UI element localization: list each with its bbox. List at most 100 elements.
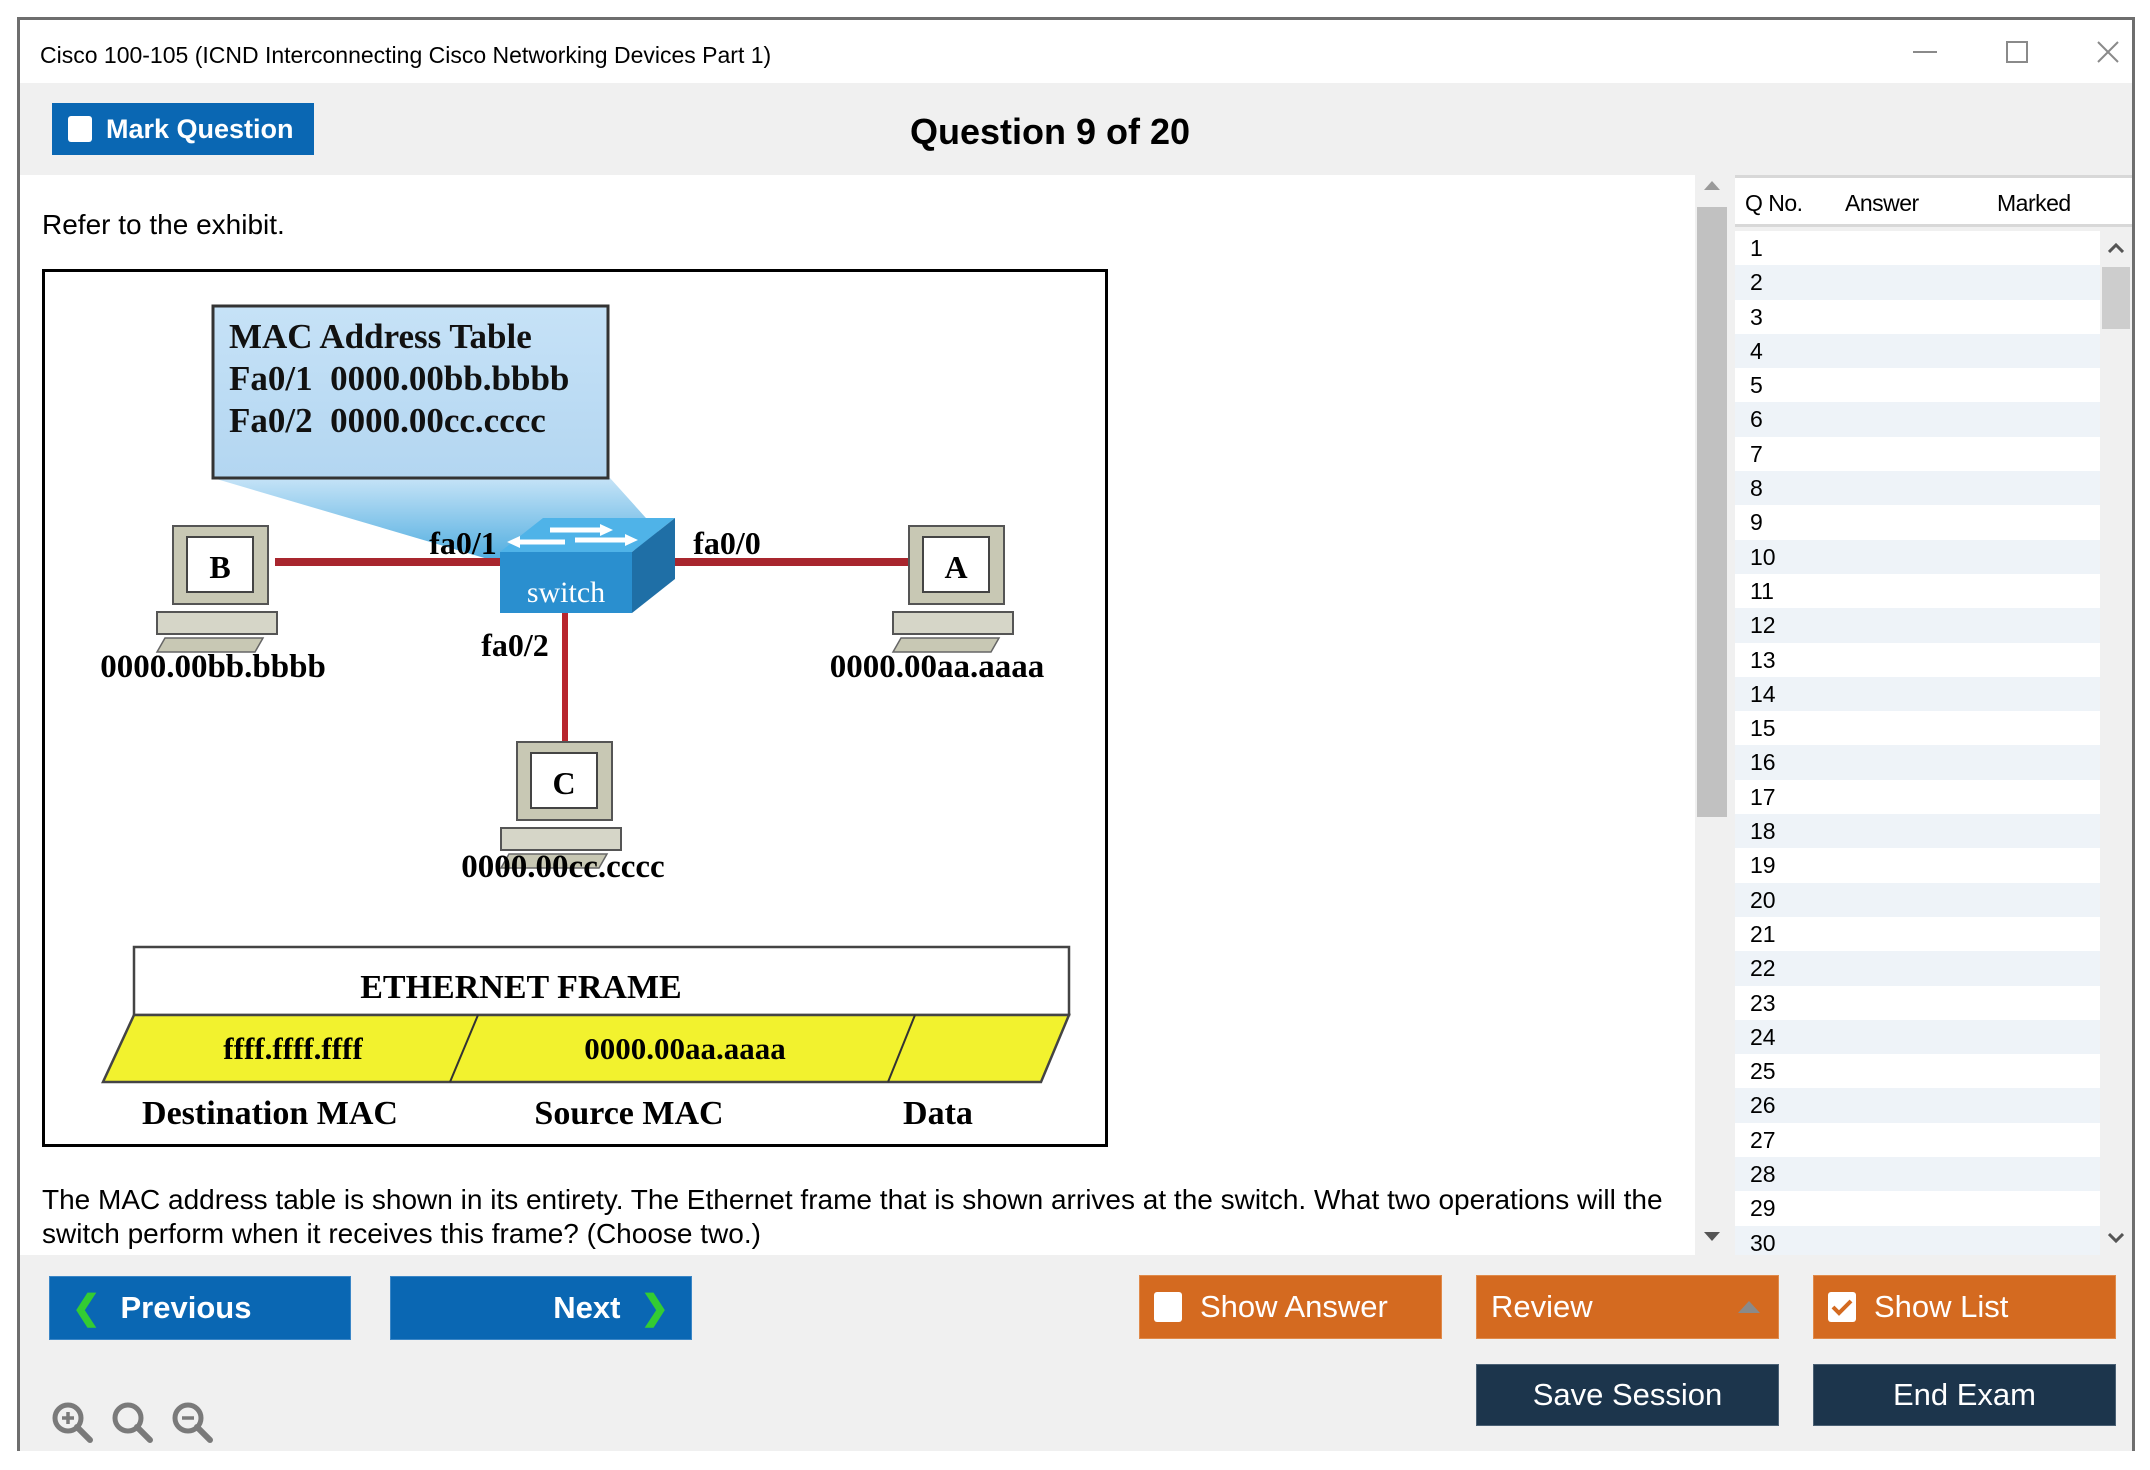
mac-table-entry: Fa0/1 0000.00bb.bbbb	[229, 358, 569, 400]
close-icon	[2097, 41, 2119, 63]
column-marked[interactable]: Marked	[1997, 190, 2071, 216]
question-list-row[interactable]: 5	[1735, 368, 2100, 402]
question-list-row[interactable]: 11	[1735, 574, 2100, 608]
question-list-row[interactable]: 14	[1735, 676, 2100, 712]
column-q-no[interactable]: Q No.	[1745, 190, 1803, 216]
host-c-mac: 0000.00cc.cccc	[461, 849, 664, 885]
show-list-button[interactable]: Show List	[1813, 1275, 2116, 1339]
question-counter: Question 9 of 20	[909, 111, 1191, 152]
frame-destination-label: Destination MAC	[142, 1095, 398, 1132]
question-list-row[interactable]: 7	[1735, 437, 2100, 471]
content-scrollbar-thumb[interactable]	[1697, 207, 1727, 817]
question-list-row[interactable]: 27	[1735, 1123, 2100, 1157]
question-number: 4	[1750, 337, 1763, 364]
question-list-row[interactable]: 6	[1735, 402, 2100, 437]
switch-label: switch	[527, 576, 605, 609]
mac-table-entry: Fa0/2 0000.00cc.cccc	[229, 400, 569, 442]
question-list-row[interactable]: 25	[1735, 1054, 2100, 1088]
list-scroll-up-icon[interactable]	[2108, 243, 2124, 253]
ethernet-frame-title: ETHERNET FRAME	[360, 969, 681, 1006]
mac-table-mac: 0000.00cc.cccc	[330, 401, 546, 440]
question-number: 9	[1750, 509, 1763, 536]
question-number: 13	[1750, 646, 1776, 673]
minimize-button[interactable]	[1895, 34, 1955, 70]
show-answer-button[interactable]: Show Answer	[1139, 1275, 1442, 1339]
scroll-down-icon[interactable]	[1704, 1232, 1720, 1241]
question-number: 14	[1750, 680, 1776, 707]
question-list-row[interactable]: 12	[1735, 608, 2100, 643]
frame-source-value: 0000.00aa.aaaa	[584, 1031, 786, 1066]
question-number: 21	[1750, 920, 1776, 947]
question-list-row[interactable]: 20	[1735, 882, 2100, 917]
maximize-icon	[2006, 41, 2028, 63]
ethernet-frame-fields	[101, 1013, 1071, 1084]
show-answer-checkbox[interactable]	[1154, 1292, 1182, 1322]
question-number: 23	[1750, 989, 1776, 1016]
question-number: 28	[1750, 1161, 1776, 1188]
review-dropdown[interactable]: Review	[1476, 1275, 1779, 1339]
question-list-row[interactable]: 17	[1735, 780, 2100, 814]
question-number: 29	[1750, 1195, 1776, 1222]
question-number: 8	[1750, 475, 1763, 502]
question-list-row[interactable]: 29	[1735, 1191, 2100, 1225]
previous-button[interactable]: ❮ Previous	[49, 1276, 351, 1340]
switch-icon	[500, 518, 675, 613]
mac-address-table	[211, 304, 610, 480]
question-number: 22	[1750, 955, 1776, 982]
scroll-up-icon[interactable]	[1704, 181, 1720, 190]
pc-b-label: B	[209, 549, 230, 585]
question-list-row[interactable]: 3	[1735, 300, 2100, 334]
end-exam-button[interactable]: End Exam	[1813, 1364, 2116, 1426]
next-button[interactable]: Next ❯	[390, 1276, 692, 1340]
question-list-row[interactable]: 2	[1735, 265, 2100, 300]
question-list-row[interactable]: 19	[1735, 848, 2100, 882]
question-list-row[interactable]: 28	[1735, 1157, 2100, 1192]
question-number: 17	[1750, 783, 1776, 810]
question-number: 18	[1750, 818, 1776, 845]
app-window: Cisco 100-105 (ICND Interconnecting Cisc…	[17, 17, 2135, 1451]
close-button[interactable]	[2078, 34, 2138, 70]
exhibit-image: switch B A	[42, 269, 1108, 1147]
save-session-button[interactable]: Save Session	[1476, 1364, 1779, 1426]
mark-question-checkbox[interactable]	[68, 116, 92, 142]
question-list-row[interactable]: 15	[1735, 711, 2100, 745]
question-list-row[interactable]: 24	[1735, 1019, 2100, 1055]
question-number: 27	[1750, 1126, 1776, 1153]
question-list-row[interactable]: 4	[1735, 333, 2100, 369]
pc-a-icon	[891, 525, 1014, 653]
question-list-row[interactable]: 13	[1735, 643, 2100, 677]
content-scrollbar[interactable]	[1695, 175, 1729, 1255]
checkmark-icon	[1831, 1299, 1853, 1316]
question-list-row[interactable]: 26	[1735, 1088, 2100, 1123]
column-answer[interactable]: Answer	[1845, 190, 1919, 216]
zoom-out-icon[interactable]	[170, 1400, 216, 1446]
frame-source-label: Source MAC	[534, 1095, 723, 1132]
previous-label: Previous	[120, 1290, 252, 1325]
list-scroll-down-icon[interactable]	[2108, 1233, 2124, 1243]
question-number: 24	[1750, 1023, 1776, 1050]
question-list-row[interactable]: 8	[1735, 471, 2100, 506]
maximize-button[interactable]	[1987, 34, 2047, 70]
question-list-scrollbar[interactable]	[2100, 231, 2132, 1255]
question-list-row[interactable]: 21	[1735, 917, 2100, 951]
mark-question-button[interactable]: Mark Question	[52, 103, 314, 155]
question-text: The MAC address table is shown in its en…	[42, 1184, 1663, 1249]
question-list-scrollbar-thumb[interactable]	[2102, 267, 2130, 329]
mac-table-port: Fa0/2	[229, 401, 313, 440]
question-list-row[interactable]: 1	[1735, 231, 2100, 265]
question-list-row[interactable]: 10	[1735, 539, 2100, 574]
question-list-row[interactable]: 23	[1735, 986, 2100, 1020]
question-list-row[interactable]: 9	[1735, 505, 2100, 539]
question-list-row[interactable]: 22	[1735, 951, 2100, 986]
question-list-row[interactable]: 18	[1735, 814, 2100, 849]
question-list-row[interactable]: 16	[1735, 745, 2100, 780]
show-list-label: Show List	[1874, 1289, 2009, 1324]
show-list-checkbox[interactable]	[1828, 1292, 1856, 1322]
question-number: 2	[1750, 269, 1763, 296]
zoom-reset-icon[interactable]	[110, 1400, 156, 1446]
port-fa0-2-label: fa0/2	[481, 627, 549, 663]
zoom-in-icon[interactable]	[50, 1400, 96, 1446]
question-number: 25	[1750, 1058, 1776, 1085]
question-list-row[interactable]: 30	[1735, 1225, 2100, 1255]
